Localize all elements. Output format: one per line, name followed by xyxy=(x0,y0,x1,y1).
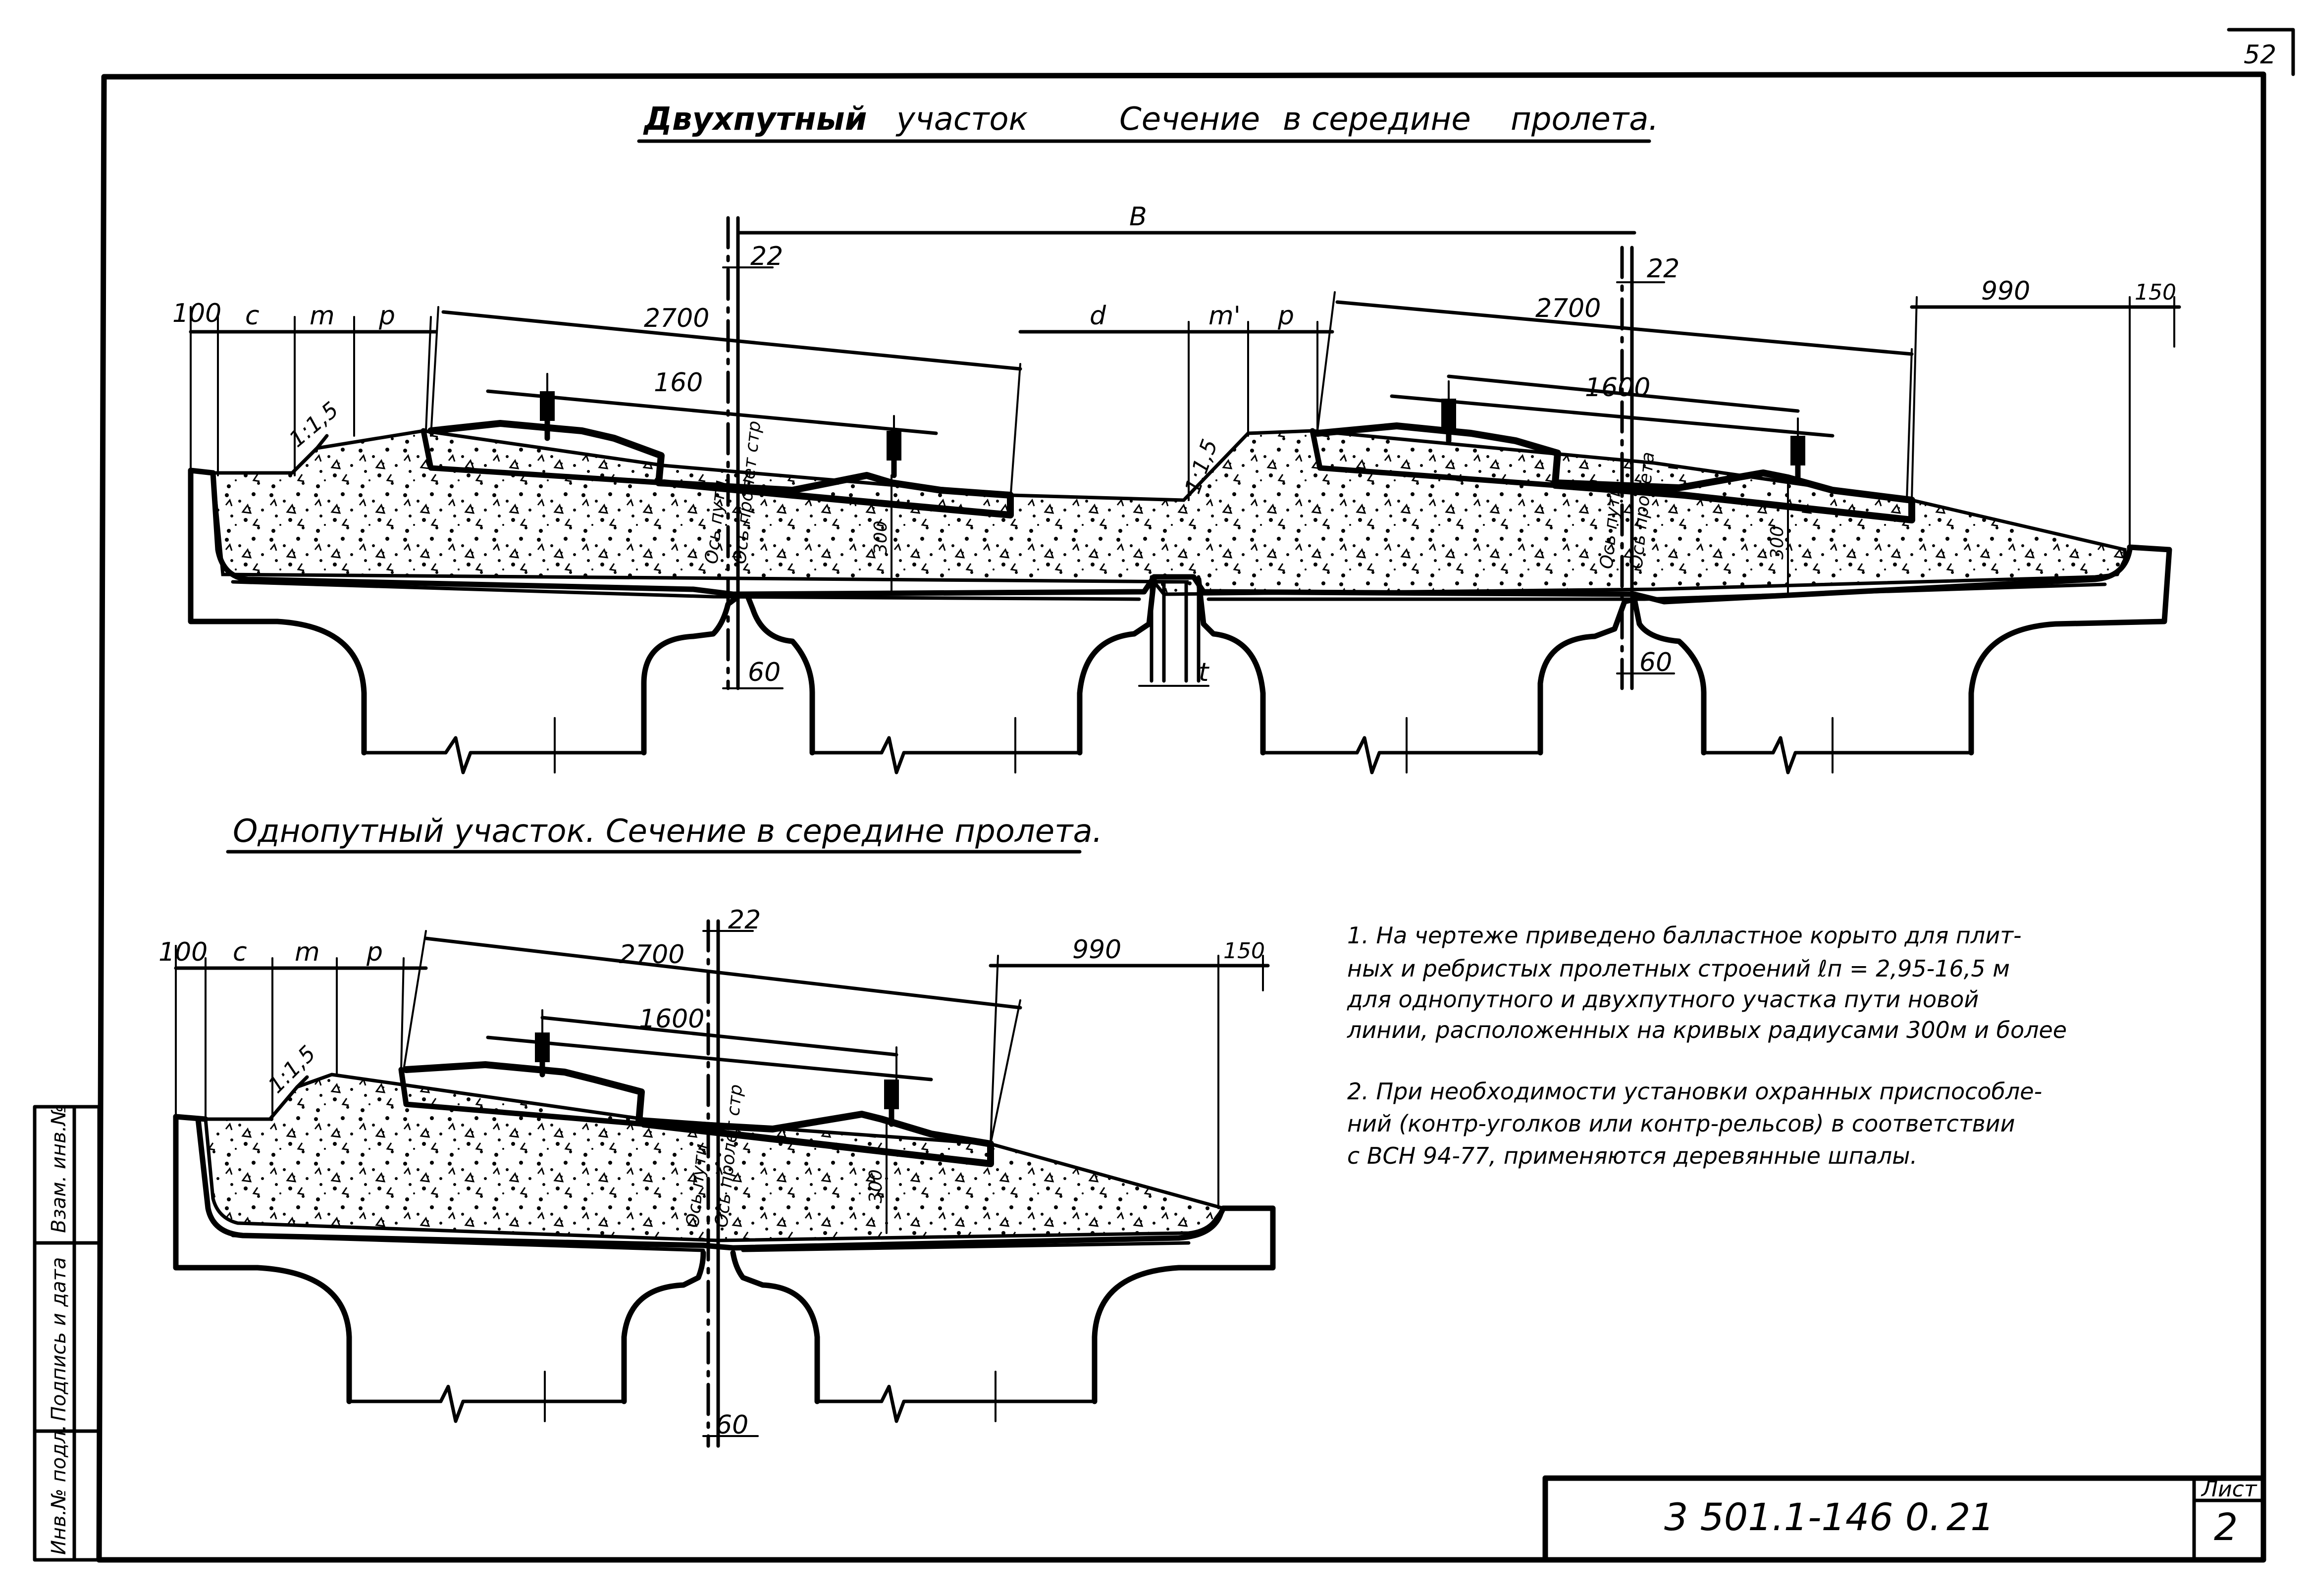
double-title-word-3: Сечение xyxy=(1119,101,1260,138)
double-title-word-1: Двухпутный xyxy=(643,101,867,138)
stamp-signature-date: Подпись и дата xyxy=(48,1257,70,1421)
double-left-dim-300: 300 xyxy=(871,520,891,555)
single-ballast xyxy=(204,1073,1226,1242)
sheet-number-corner: 52 xyxy=(2244,40,2276,70)
single-dim-300: 300 xyxy=(866,1169,886,1203)
single-dim-990: 990 xyxy=(1072,935,1121,965)
single-dim-22: 22 xyxy=(728,905,761,935)
single-dim-2700: 2700 xyxy=(619,940,684,970)
double-right-rail-1 xyxy=(1441,399,1456,428)
note-line-8: с ВСН 94-77, применяются деревянные шпал… xyxy=(1347,1142,1917,1169)
double-right-dim-22: 22 xyxy=(1647,254,1679,284)
double-left-dim-22: 22 xyxy=(750,242,783,271)
single-dim-150: 150 xyxy=(1223,938,1265,964)
sheet-number: 2 xyxy=(2214,1505,2238,1549)
single-track-title: Однопутный участок. Сечение в середине п… xyxy=(226,813,1102,854)
single-rail-2 xyxy=(884,1080,899,1109)
double-left-dim-60: 60 xyxy=(748,658,781,687)
double-track-title: Двухпутный участок Сечение в середине пр… xyxy=(637,101,1659,143)
single-dim-m: m xyxy=(295,937,320,967)
single-dim-100: 100 xyxy=(158,937,208,967)
single-track-panel xyxy=(403,1061,994,1167)
double-right-rail-2 xyxy=(1790,436,1805,465)
double-dim-p2: p xyxy=(1277,301,1294,331)
note-line-3: для однопутного и двухпутного участка пу… xyxy=(1347,986,1979,1013)
single-dim-1600: 1600 xyxy=(639,1004,704,1034)
double-right-dim-1600: 1600 xyxy=(1585,373,1650,403)
single-title: Однопутный участок. Сечение в середине п… xyxy=(233,813,1102,850)
double-dim-m-prime: m' xyxy=(1208,301,1241,331)
note-line-7: ний (контр-уголков или контр-рельсов) в … xyxy=(1347,1110,2015,1137)
sheet-label: Лист xyxy=(2201,1477,2257,1502)
document-code: 3 501.1-146 0. xyxy=(1664,1495,1941,1539)
double-dim-100: 100 xyxy=(172,299,221,328)
double-right-dim-300: 300 xyxy=(1767,525,1787,560)
double-dim-B: B xyxy=(1129,202,1147,232)
stamp-original-inventory: Инв.№ подл. xyxy=(48,1425,70,1555)
double-dim-t: t xyxy=(1199,658,1209,687)
double-track-section: 160 2700 1600 2700 22 Ось пути Ось проле… xyxy=(172,202,2181,774)
stamp-replacement-inventory: Взам. инв.№ xyxy=(48,1105,70,1233)
double-title-word-2: участок xyxy=(895,101,1028,138)
note-line-2: ных и ребристых пролетных строений ℓп = … xyxy=(1347,955,2010,982)
single-dim-c: c xyxy=(233,937,247,967)
notes: 1. На чертеже приведено балластное корыт… xyxy=(1347,922,2067,1169)
double-dim-d: d xyxy=(1090,301,1106,331)
double-dim-150: 150 xyxy=(2135,280,2176,305)
note-line-1: 1. На чертеже приведено балластное корыт… xyxy=(1347,922,2022,949)
note-line-4: линии, расположенных на кривых радиусами… xyxy=(1347,1017,2067,1043)
double-right-dim-2700: 2700 xyxy=(1535,294,1601,323)
double-left-dim-160: 160 xyxy=(654,368,703,398)
sheet-frame: 52 xyxy=(96,28,2295,1563)
single-track-section: 1600 2700 22 Ось пути Ось пролет стр 60 … xyxy=(158,905,1276,1448)
title-block: 3 501.1-146 0. 21 Лист 2 xyxy=(1542,1475,2266,1563)
single-dim-60: 60 xyxy=(716,1410,748,1440)
double-title-word-4: в середине xyxy=(1283,101,1471,138)
double-dim-p: p xyxy=(378,301,395,331)
double-left-dim-2700: 2700 xyxy=(644,304,709,333)
single-deck-slab xyxy=(173,1114,1276,1404)
side-stamp: Взам. инв.№ Подпись и дата Инв.№ подл. xyxy=(33,1105,101,1562)
single-rail-1 xyxy=(535,1032,550,1062)
double-deck-slab xyxy=(188,467,2172,756)
document-code-suffix: 21 xyxy=(1946,1495,1994,1539)
note-line-6: 2. При необходимости установки охранных … xyxy=(1347,1078,2042,1105)
double-title-word-5: пролета. xyxy=(1511,101,1659,138)
double-dim-m: m xyxy=(310,301,335,331)
double-dim-990: 990 xyxy=(1981,276,2030,306)
double-left-track-panel xyxy=(427,420,1014,518)
double-dim-c: c xyxy=(245,301,260,331)
double-right-dim-60: 60 xyxy=(1639,648,1672,677)
double-right-track-panel xyxy=(1314,422,1915,523)
single-dim-p: p xyxy=(366,937,383,967)
